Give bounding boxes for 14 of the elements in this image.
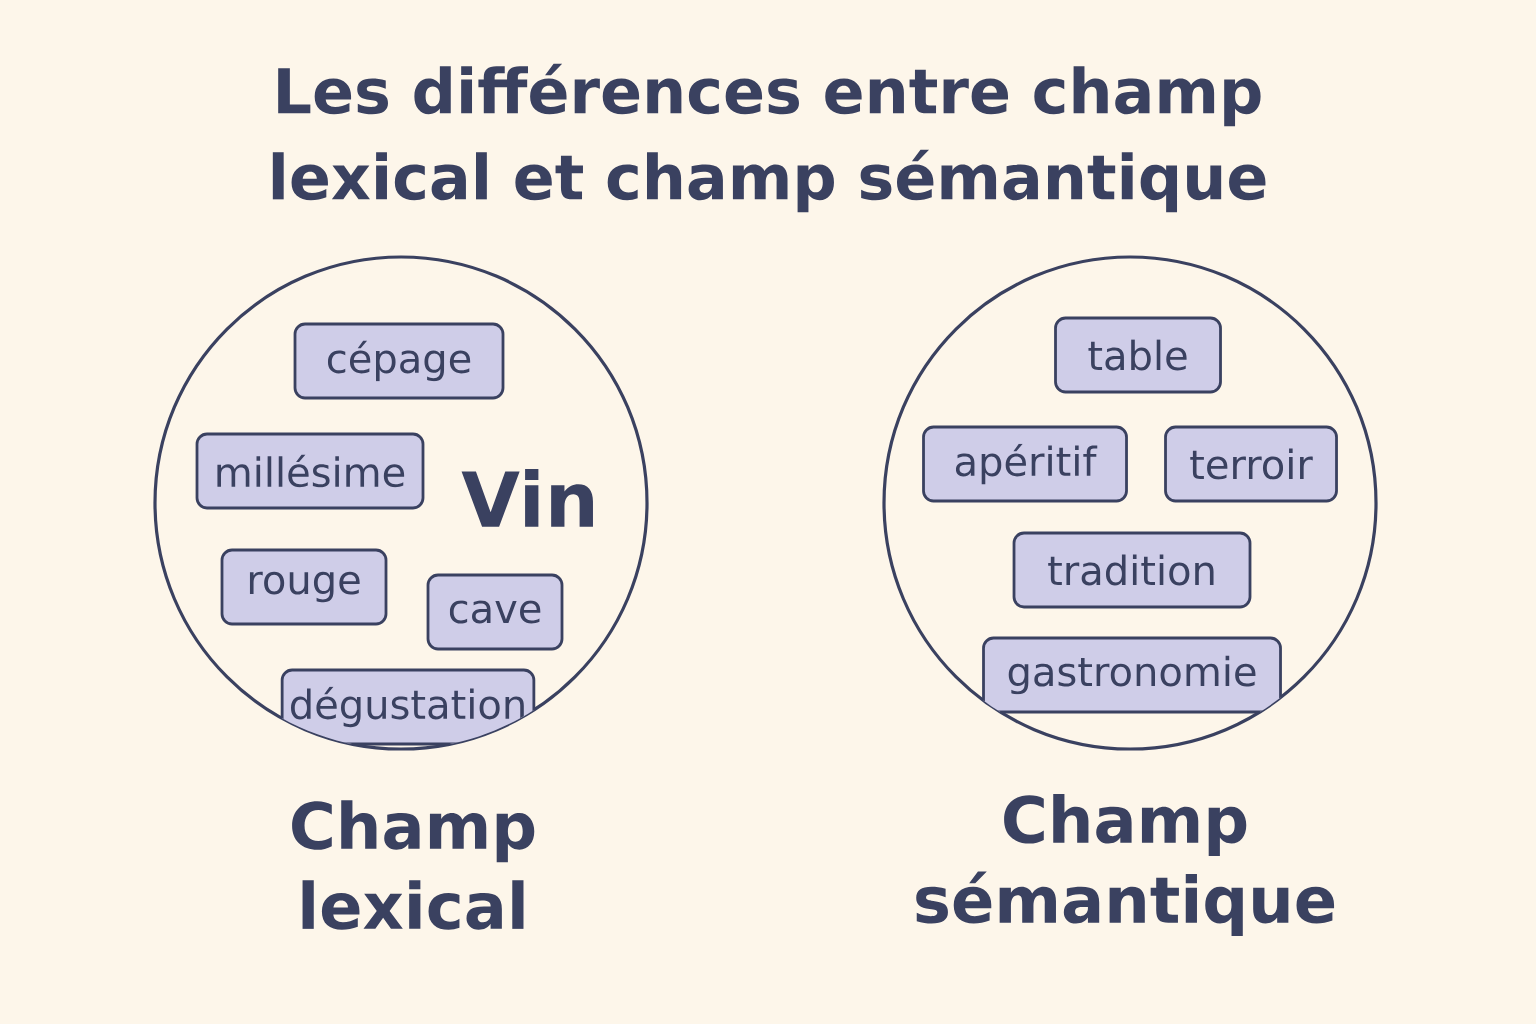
word-chip: cépage <box>293 322 505 400</box>
word-chip: table <box>1054 316 1222 394</box>
word-chip: apéritif <box>922 425 1128 503</box>
word-chip: tradition <box>1012 531 1252 609</box>
word-chip: millésime <box>195 432 425 510</box>
theme-word: Vin <box>461 469 593 527</box>
word-chip: dégustation <box>280 668 536 746</box>
field-caption: Champ sémantique <box>916 794 1335 936</box>
word-chip: gastronomie <box>982 636 1282 714</box>
word-chip: rouge <box>220 548 388 626</box>
word-chip: cave <box>426 573 564 651</box>
word-chip: terroir <box>1164 425 1338 503</box>
field-caption: Champ lexical <box>292 800 535 930</box>
title: Les différences entre champ lexical et champ sémantique <box>272 63 1266 213</box>
